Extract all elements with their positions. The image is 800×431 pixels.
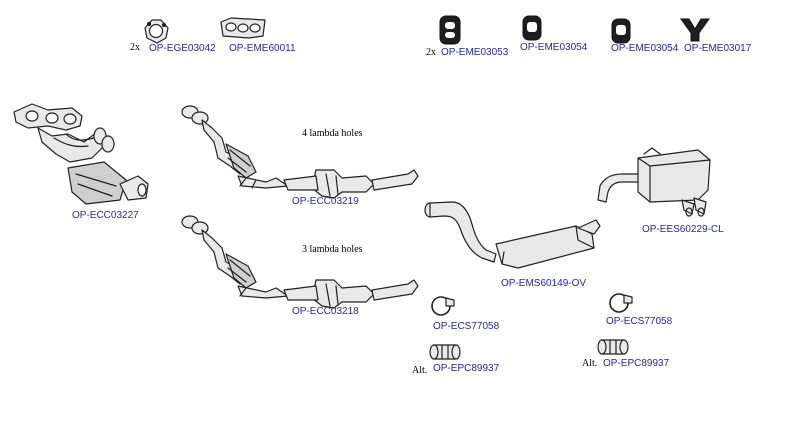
part-code-link[interactable]: OP-EES60229-CL [642,224,724,235]
pipe-connector-drawing [429,344,461,360]
part-code-link[interactable]: OP-EME03054 [611,43,679,54]
pipe-connector-drawing [597,339,629,355]
part-code-link[interactable]: OP-ECS77058 [433,321,500,332]
gasket-ring-drawing [144,19,169,44]
part-code-link[interactable]: OP-EME03017 [684,43,752,54]
part-code-link[interactable]: OP-ECC03218 [292,306,359,317]
clamp-drawing [431,296,455,316]
quantity-label: 2x [426,47,436,58]
exhaust-hanger-drawing [680,18,710,42]
part-code-link[interactable]: OP-EPC89937 [433,363,500,374]
part-code-link[interactable]: OP-EGE03042 [149,43,216,54]
rubber-mount-drawing [439,15,461,45]
quantity-label: 2x [130,42,140,53]
alternative-note: Alt. [412,365,428,376]
front-pipe-catalyst-drawing [181,215,419,309]
centre-silencer-drawing [424,201,601,269]
lambda-note: 3 lambda holes [302,244,363,255]
front-pipe-catalyst-drawing [181,105,419,199]
lambda-note: 4 lambda holes [302,128,363,139]
alternative-note: Alt. [582,358,598,369]
rubber-mount-drawing [522,15,542,41]
part-code-link[interactable]: OP-EPC89937 [603,358,670,369]
part-code-link[interactable]: OP-EMS60149-OV [501,278,587,289]
part-code-link[interactable]: OP-ECC03227 [72,210,139,221]
rubber-mount-drawing [611,18,631,44]
part-code-link[interactable]: OP-EME03053 [441,47,509,58]
rear-silencer-drawing [597,147,711,217]
part-code-link[interactable]: OP-ECS77058 [606,316,673,327]
clamp-drawing [609,293,633,313]
manifold-gasket-drawing [220,17,266,39]
part-code-link[interactable]: OP-ECC03219 [292,196,359,207]
part-code-link[interactable]: OP-EME03054 [520,42,588,53]
manifold-catalytic-converter-drawing [13,103,149,205]
part-code-link[interactable]: OP-EME60011 [229,43,296,54]
